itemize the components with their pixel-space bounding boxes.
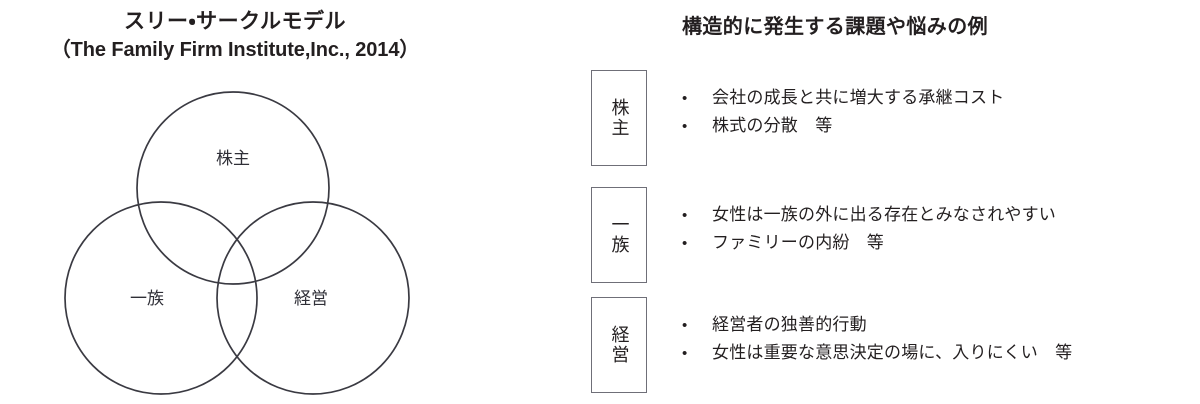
category-box-label: 一族	[609, 215, 630, 255]
venn-label-family: 一族	[130, 289, 164, 308]
list-item: • 経営者の独善的行動	[682, 311, 1072, 339]
bullet-text: 会社の成長と共に増大する承継コスト	[712, 88, 1005, 107]
issues-panel: 構造的に発生する課題や悩みの例 株主 • 会社の成長と共に増大する承継コスト •…	[470, 0, 1200, 404]
issue-row-list: 株主 • 会社の成長と共に増大する承継コスト • 株式の分散 等 一族	[470, 0, 1200, 404]
venn-label-shareholder: 株主	[216, 149, 250, 168]
bullet-dot-icon: •	[682, 90, 688, 107]
category-box-shareholder: 株主	[591, 70, 647, 166]
issue-bullet-list: • 女性は一族の外に出る存在とみなされやすい • ファミリーの内紛 等	[682, 187, 1056, 257]
list-item: • 女性は一族の外に出る存在とみなされやすい	[682, 201, 1056, 229]
left-title-line2: （The Family Firm Institute,Inc., 2014）	[50, 38, 420, 61]
bullet-text: 経営者の独善的行動	[712, 315, 867, 334]
left-title-line1: スリー・サークルモデル	[123, 10, 346, 33]
list-item: • ファミリーの内紛 等	[682, 229, 1056, 257]
bullet-dot-icon: •	[682, 235, 688, 252]
category-box-management: 経営	[591, 297, 647, 393]
venn-circle-shareholder	[136, 91, 330, 285]
venn-label-management: 経営	[294, 289, 328, 308]
list-item: • 株式の分散 等	[682, 112, 1004, 140]
bullet-text: 女性は重要な意思決定の場に、入りにくい 等	[712, 343, 1073, 362]
category-box-label: 株主	[609, 98, 630, 138]
issue-bullet-list: • 会社の成長と共に増大する承継コスト • 株式の分散 等	[682, 70, 1004, 140]
bullet-text: ファミリーの内紛 等	[712, 233, 884, 252]
venn-diagram: 株主 一族 経営	[40, 78, 440, 404]
bullet-dot-icon: •	[682, 345, 688, 362]
issue-row: 株主 • 会社の成長と共に増大する承継コスト • 株式の分散 等	[591, 70, 1004, 166]
bullet-dot-icon: •	[682, 118, 688, 135]
bullet-dot-icon: •	[682, 317, 688, 334]
category-box-family: 一族	[591, 187, 647, 283]
bullet-text: 株式の分散 等	[712, 116, 833, 135]
bullet-dot-icon: •	[682, 207, 688, 224]
bullet-text: 女性は一族の外に出る存在とみなされやすい	[712, 205, 1056, 224]
venn-circle-management	[216, 201, 410, 395]
left-panel-title: スリー・サークルモデル （The Family Firm Institute,I…	[0, 8, 470, 63]
venn-circle-family	[64, 201, 258, 395]
list-item: • 女性は重要な意思決定の場に、入りにくい 等	[682, 339, 1072, 367]
list-item: • 会社の成長と共に増大する承継コスト	[682, 84, 1004, 112]
issue-row: 経営 • 経営者の独善的行動 • 女性は重要な意思決定の場に、入りにくい 等	[591, 297, 1072, 393]
issue-bullet-list: • 経営者の独善的行動 • 女性は重要な意思決定の場に、入りにくい 等	[682, 297, 1072, 367]
three-circle-model-panel: スリー・サークルモデル （The Family Firm Institute,I…	[0, 0, 470, 404]
category-box-label: 経営	[609, 325, 630, 365]
right-panel-title: 構造的に発生する課題や悩みの例	[682, 16, 988, 38]
issue-row: 一族 • 女性は一族の外に出る存在とみなされやすい • ファミリーの内紛 等	[591, 187, 1056, 283]
venn-svg: 株主 一族 経営	[64, 91, 410, 395]
